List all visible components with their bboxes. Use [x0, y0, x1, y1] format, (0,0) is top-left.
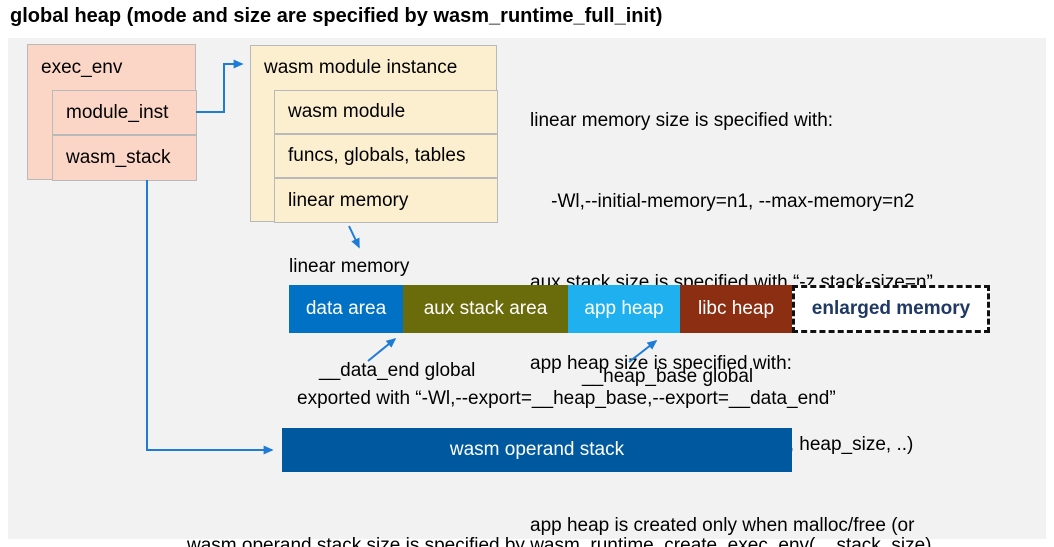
- module-instance-row-linear-memory: linear memory: [274, 178, 498, 223]
- note-line: app heap size is specified with:: [530, 353, 792, 374]
- diagram-title: global heap (mode and size are specified…: [10, 5, 663, 27]
- module-instance-row-funcs-globals-tables: funcs, globals, tables: [274, 134, 498, 178]
- note-line: linear memory size is specified with:: [530, 110, 834, 131]
- wasm-operand-stack-bar: wasm operand stack: [282, 428, 792, 472]
- module-instance-header: wasm module instance: [264, 57, 458, 78]
- segment-aux-stack-area: aux stack area: [403, 285, 568, 333]
- module-instance-box: wasm module instance wasm module funcs, …: [250, 45, 498, 223]
- linear-memory-label: linear memory: [289, 256, 410, 277]
- notes-bottom: wasm operand stack size is specified by …: [187, 481, 932, 547]
- segment-data-area: data area: [289, 285, 403, 333]
- heap-base-global-label: __heap_base global: [582, 366, 754, 387]
- data-end-global-label: __data_end global: [319, 360, 476, 381]
- exec-env-row-wasm-stack: wasm_stack: [52, 135, 197, 181]
- module-instance-row-wasm-module: wasm module: [274, 90, 498, 134]
- export-flags-label: exported with “-Wl,--export=__heap_base,…: [297, 388, 836, 409]
- exec-env-row-module-inst: module_inst: [52, 90, 197, 135]
- note-line: app heap is created only when malloc/fre…: [530, 515, 915, 536]
- segment-enlarged-memory: enlarged memory: [792, 285, 990, 333]
- note-line: wasm operand stack size is specified by …: [187, 535, 932, 547]
- segment-libc-heap: libc heap: [680, 285, 792, 333]
- exec-env-box: exec_env module_inst wasm_stack: [27, 44, 197, 181]
- exec-env-header: exec_env: [41, 56, 123, 78]
- segment-app-heap: app heap: [568, 285, 680, 333]
- note-line: -Wl,--initial-memory=n1, --max-memory=n2: [530, 191, 915, 212]
